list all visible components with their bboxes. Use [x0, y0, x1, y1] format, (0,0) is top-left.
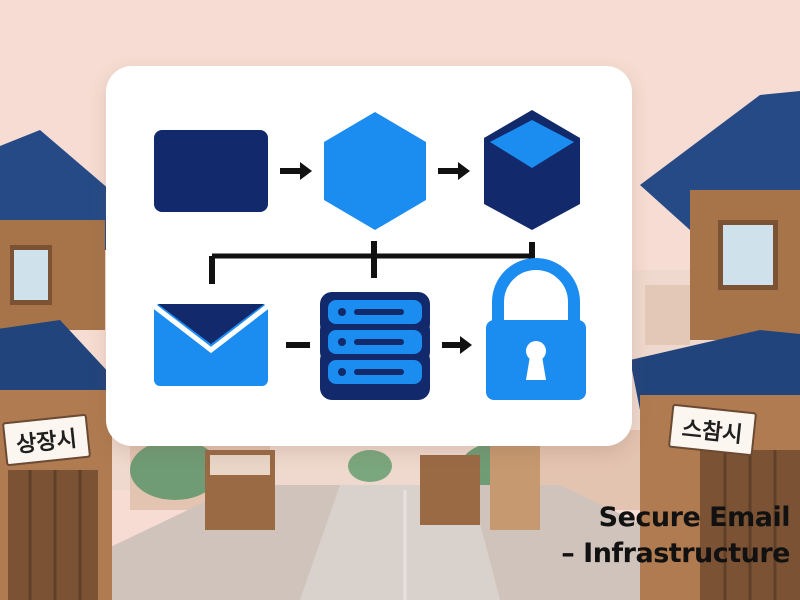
arrow-right-icon	[442, 336, 472, 354]
caption-line-1: Secure Email	[598, 502, 791, 533]
caption: Secure Email – Infrastructure	[530, 500, 790, 572]
right-building	[630, 91, 800, 600]
diagram-card	[106, 66, 632, 446]
caption-line-2: – Infrastructure	[561, 538, 790, 569]
padlock-icon	[486, 258, 586, 400]
connector-bar	[209, 241, 535, 284]
flow-diagram	[152, 110, 586, 400]
envelope-icon	[152, 304, 270, 386]
arrow-right-icon	[438, 162, 470, 180]
left-building	[0, 130, 125, 600]
shop-sign-left: 상장시	[1, 413, 91, 467]
open-box-icon	[484, 110, 580, 230]
arrow-right-icon	[280, 162, 312, 180]
document-icon	[154, 130, 268, 212]
shop-sign-right: 스참시	[667, 403, 757, 457]
hexagon-icon	[324, 112, 426, 230]
server-icon	[320, 292, 430, 400]
